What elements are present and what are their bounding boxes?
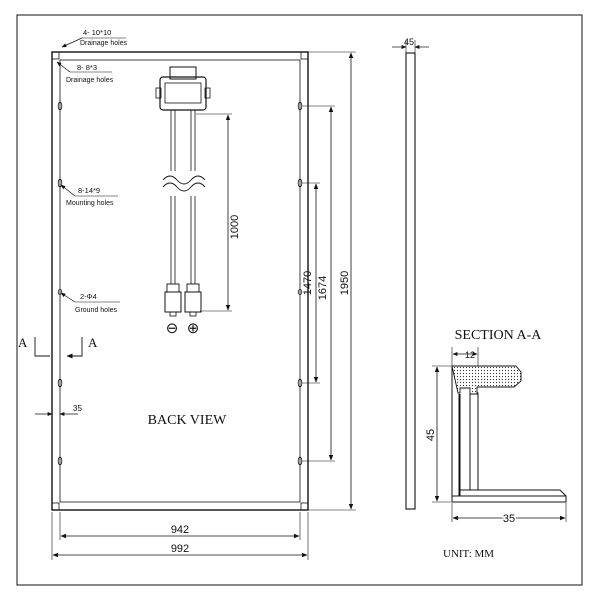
section-marker-left: A bbox=[18, 335, 28, 350]
dim-cable-length: 1000 bbox=[229, 215, 241, 239]
frame-glass-slot bbox=[451, 365, 522, 395]
mounting-hole bbox=[297, 456, 303, 466]
junction-box bbox=[155, 66, 211, 111]
dim-widths: 942 992 bbox=[51, 512, 309, 560]
ground-hole bbox=[297, 289, 303, 295]
positive-symbol: ⊕ bbox=[187, 320, 200, 337]
dim-section-height: 45 bbox=[425, 429, 437, 441]
drainage-side-caption: Drainage holes bbox=[66, 77, 114, 84]
drainage-top-caption: Drainage holes bbox=[80, 40, 128, 47]
section-markers: A A bbox=[18, 335, 98, 359]
dim-overall-width: 992 bbox=[171, 543, 189, 555]
mounting-hole bbox=[57, 378, 63, 388]
panel-outer-frame bbox=[51, 51, 309, 511]
drawing-border bbox=[16, 14, 583, 586]
section-view: SECTION A-A 12 45 35 bbox=[425, 328, 567, 527]
mounting-hole bbox=[57, 178, 63, 188]
mounting-hole bbox=[297, 101, 303, 111]
dim-thickness: 45 bbox=[404, 37, 414, 47]
dim-overall-height: 1950 bbox=[339, 271, 351, 295]
callouts: 4- 10*10 Drainage holes 8- 8*3 Drainage … bbox=[56, 28, 128, 314]
drainage-hole-corner bbox=[300, 502, 309, 511]
panel-inner-frame bbox=[59, 59, 301, 503]
panel-back-view: ⊖ ⊕ 1000 BACK VIEW bbox=[51, 51, 309, 511]
side-view: 45 bbox=[392, 37, 429, 510]
dim-frame-width: 35 bbox=[35, 404, 82, 416]
drainage-hole-corner bbox=[51, 502, 60, 511]
dim-mount-outer: 1674 bbox=[317, 276, 329, 300]
section-title: SECTION A-A bbox=[455, 328, 543, 343]
mounting-hole bbox=[57, 101, 63, 111]
ground-spec: 2-Φ4 bbox=[80, 292, 97, 301]
dim-section-base: 35 bbox=[503, 513, 515, 525]
mounting-hole bbox=[57, 456, 63, 466]
ground-hole bbox=[57, 289, 63, 295]
unit-label: UNIT: MM bbox=[443, 548, 494, 560]
drainage-hole-corner bbox=[300, 51, 309, 60]
ground-caption: Ground holes bbox=[75, 307, 118, 314]
connector-negative bbox=[164, 283, 182, 317]
mounting-caption: Mounting holes bbox=[66, 200, 114, 207]
frame-web bbox=[469, 394, 479, 491]
mounting-hole bbox=[297, 378, 303, 388]
dim-inner-width: 942 bbox=[171, 524, 189, 536]
dim-heights: 1470 1674 1950 bbox=[302, 51, 356, 511]
side-profile bbox=[405, 52, 416, 510]
negative-symbol: ⊖ bbox=[166, 320, 179, 337]
drainage-side-spec: 8- 8*3 bbox=[77, 63, 97, 72]
mounting-hole bbox=[297, 178, 303, 188]
dim-section-lip: 12 bbox=[465, 350, 475, 360]
connector-positive bbox=[184, 283, 202, 317]
section-marker-right: A bbox=[88, 335, 98, 350]
drainage-hole-corner bbox=[51, 51, 60, 60]
drainage-top-spec: 4- 10*10 bbox=[83, 28, 111, 37]
mounting-spec: 8-14*9 bbox=[78, 186, 100, 195]
back-view-label: BACK VIEW bbox=[148, 413, 227, 428]
dim-mount-inner: 1470 bbox=[302, 271, 314, 295]
dim-frame-width-value: 35 bbox=[73, 404, 82, 413]
cables bbox=[162, 110, 206, 284]
